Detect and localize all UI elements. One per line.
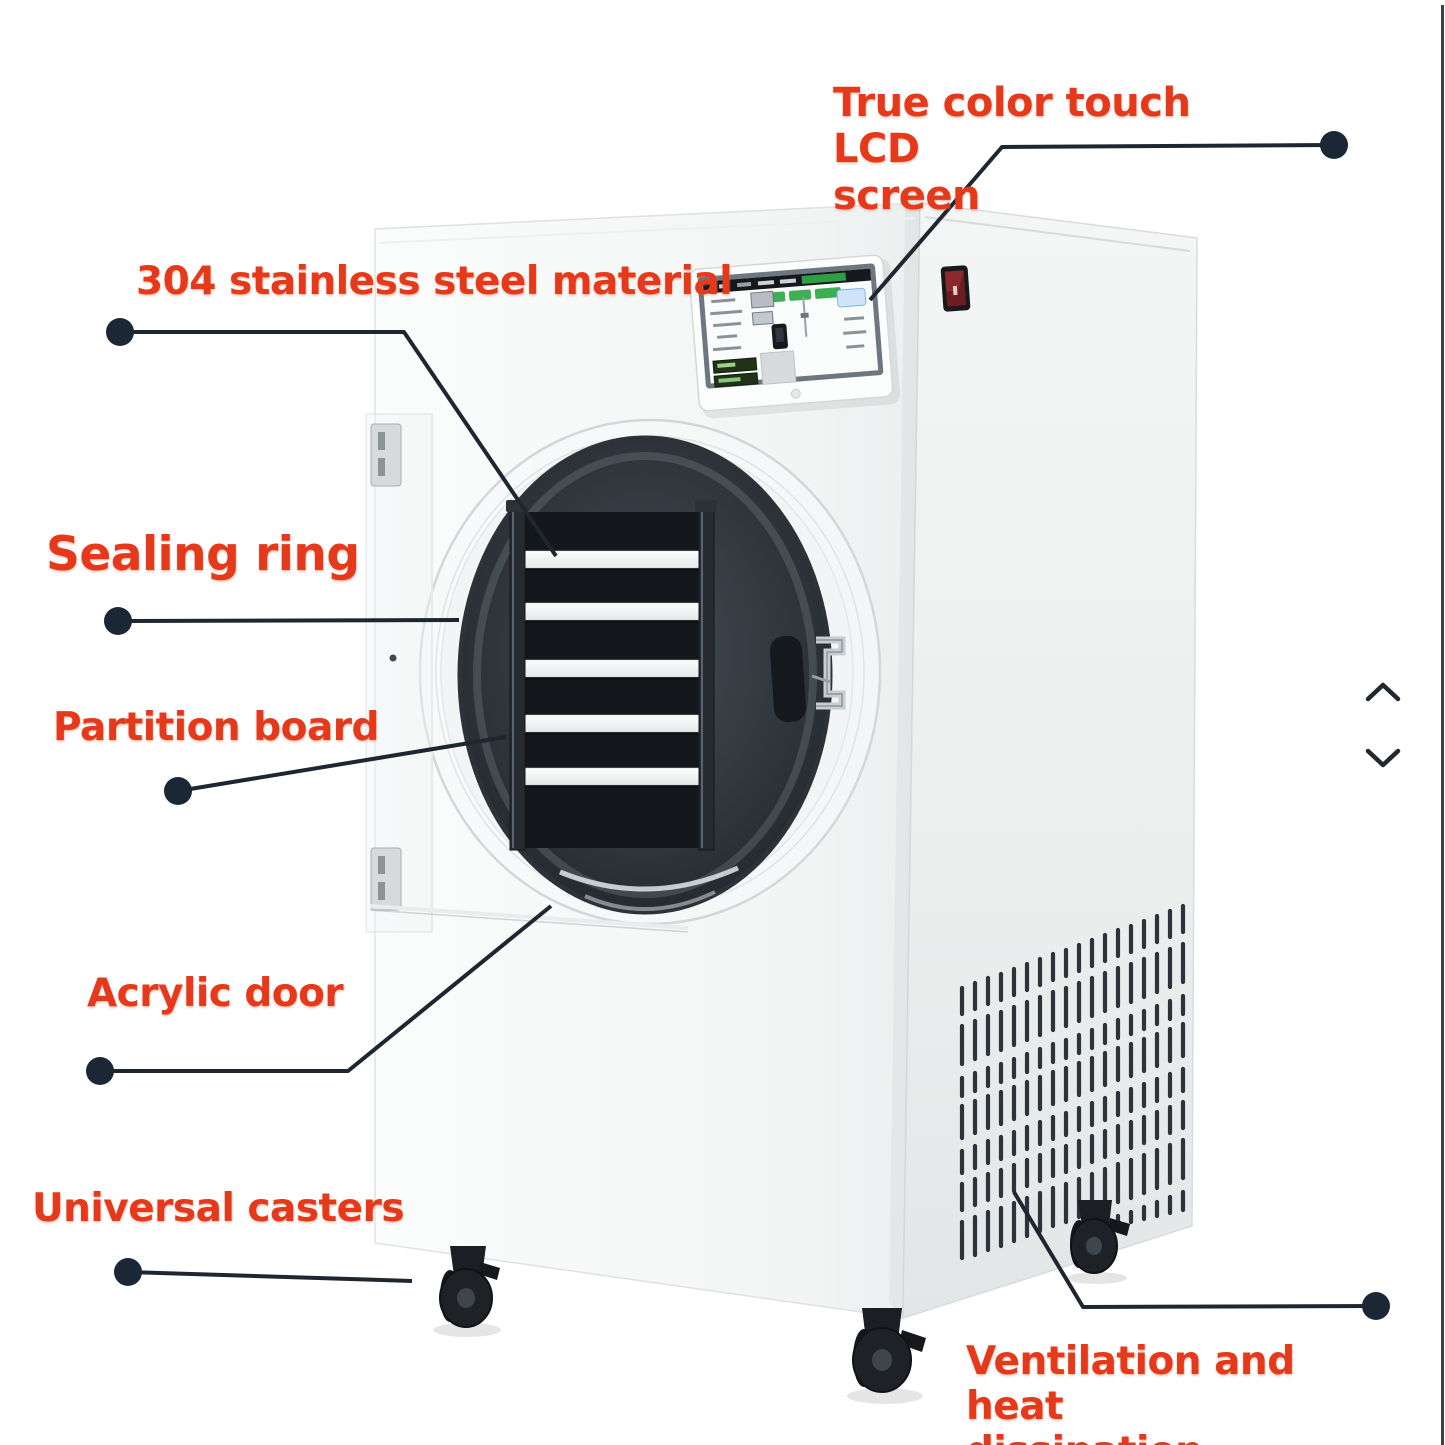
shelf-shadow [520, 620, 704, 623]
lcd-text-line [713, 321, 742, 328]
vent-grille [959, 903, 1186, 1261]
leader-sealing [117, 618, 460, 623]
lcd-blue-button[interactable] [836, 287, 867, 308]
image-edge-divider [1441, 5, 1444, 1445]
dot-ventilation [1362, 1292, 1390, 1320]
lcd-text-line [716, 334, 738, 339]
shelf-shadow [520, 785, 704, 788]
switch-slot [952, 285, 958, 296]
chamber-bottom-highlight [559, 865, 740, 892]
caster-rear-right [1070, 1200, 1130, 1274]
label-line: True color touch LCD [833, 80, 1191, 173]
hinge-slot [378, 432, 385, 450]
acrylic-bottom-edge [369, 904, 689, 930]
titlebar-status-green [801, 272, 847, 284]
label-line: dissipation windows [966, 1429, 1376, 1445]
lcd-green-button[interactable] [788, 289, 812, 301]
lcd-thumbnail [750, 290, 775, 309]
chamber-door [365, 413, 882, 933]
lcd-thumbnail [751, 310, 774, 326]
lcd-readout-text [717, 362, 736, 368]
casters [433, 1200, 1130, 1404]
partition-shelf [519, 550, 705, 569]
caster-brake [899, 1330, 926, 1352]
chevron-down-icon[interactable] [1357, 738, 1409, 778]
dot-sealing [104, 607, 132, 635]
leader-casters [127, 1270, 413, 1283]
leader-partition [177, 735, 507, 793]
front-top-seam [377, 217, 916, 244]
hinge-slot [378, 856, 385, 874]
latch-pin [811, 674, 831, 684]
label-lcd-screen: True color touch LCD screen [833, 80, 1273, 219]
caster-shadow [847, 1388, 923, 1404]
caster-front-right [852, 1308, 926, 1393]
dot-lcd [1320, 131, 1348, 159]
tray-stack-dark [516, 512, 708, 848]
partition-shelf [519, 714, 705, 733]
shelf-shadow [520, 677, 704, 680]
caster-shadow [433, 1323, 501, 1337]
label-line: screen [833, 172, 980, 219]
side-panel [902, 202, 1198, 1320]
dot-casters [114, 1258, 142, 1286]
label-line: Ventilation and heat [966, 1339, 1295, 1430]
label-stainless-steel: 304 stainless steel material [136, 259, 733, 304]
lcd-green-button[interactable] [814, 287, 842, 299]
lcd-text-line [843, 330, 867, 335]
rail-hook-right [695, 500, 717, 512]
switch-rocker-highlight [944, 270, 964, 292]
chevron-up-icon[interactable] [1357, 672, 1409, 712]
leader-stainless [120, 330, 558, 558]
shelf-stack [506, 500, 717, 851]
titlebar-text [718, 283, 730, 289]
lcd-readout-text [718, 377, 741, 383]
label-sealing-ring: Sealing ring [46, 527, 360, 582]
titlebar-text [779, 278, 797, 284]
partition-shelf [519, 767, 705, 786]
leader-ventilation [1012, 1190, 1377, 1309]
leader-acrylic [100, 904, 553, 1073]
callout-dots [86, 131, 1390, 1320]
label-ventilation-windows: Ventilation and heat dissipation windows [966, 1339, 1376, 1445]
shelf-shadow [520, 568, 704, 571]
hinge-slot [378, 882, 385, 900]
screw-dot [389, 654, 397, 662]
lcd-text-line [846, 344, 865, 349]
hinge-bottom [370, 847, 402, 911]
label-universal-casters: Universal casters [32, 1186, 405, 1231]
partition-shelf [519, 602, 705, 621]
titlebar-text [757, 280, 775, 286]
hinge-slot [378, 458, 385, 476]
side-top-seam [924, 216, 1191, 252]
lcd-text-line [710, 309, 743, 316]
label-partition-board: Partition board [53, 705, 379, 750]
acrylic-door-hinge-strip [365, 413, 689, 933]
dot-stainless [106, 318, 134, 346]
chamber-bottom-highlight-2 [584, 890, 716, 911]
shelf-shadow [520, 732, 704, 735]
lcd-panel[interactable] [688, 254, 901, 419]
caster-front-left [439, 1246, 500, 1328]
power-switch[interactable] [940, 265, 971, 312]
partition-shelf [519, 659, 705, 678]
callout-leaders [100, 143, 1377, 1309]
caster-shadow [1067, 1272, 1127, 1284]
lcd-slider-knob[interactable] [800, 312, 809, 319]
lcd-phone-icon-screen [775, 327, 785, 343]
lcd-text-line [843, 316, 865, 321]
hinge-top [370, 423, 402, 487]
lcd-gray-tile [759, 350, 797, 385]
leader-lcd [868, 143, 1335, 302]
dot-acrylic [86, 1057, 114, 1085]
dot-partition [164, 777, 192, 805]
lcd-text-line [712, 345, 742, 352]
lcd-text-line [711, 298, 736, 304]
door-latch[interactable] [769, 635, 846, 723]
titlebar-text [736, 281, 752, 288]
bezel-home-dot [790, 388, 801, 399]
acrylic-bottom-edge-shadow [369, 909, 689, 933]
label-acrylic-door: Acrylic door [87, 971, 344, 1016]
